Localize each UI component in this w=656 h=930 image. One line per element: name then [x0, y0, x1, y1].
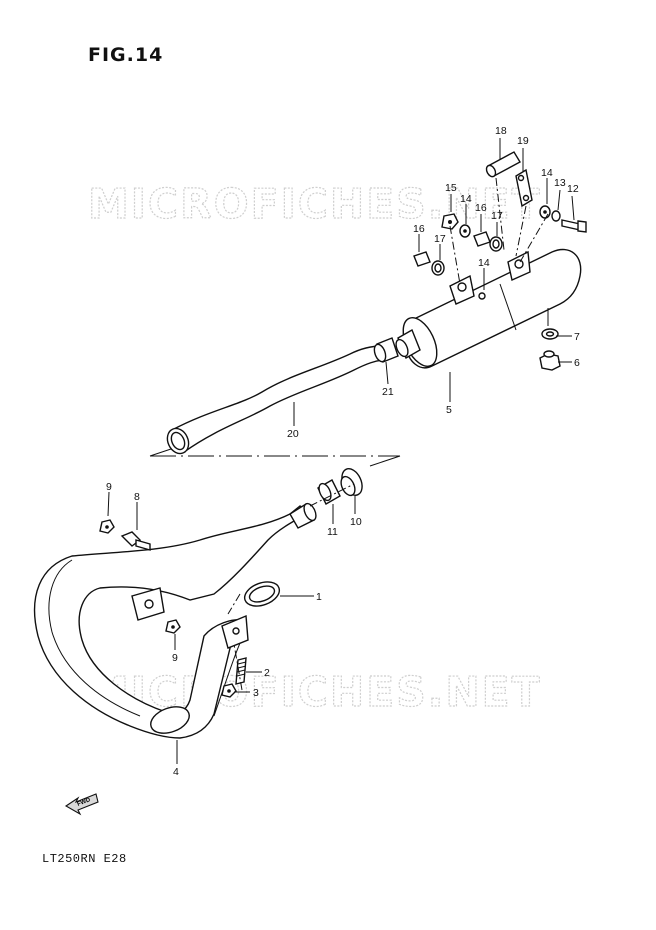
callout-6: 6: [574, 357, 580, 369]
bolt-8: [120, 531, 151, 551]
callout-11: 11: [327, 526, 338, 538]
watermark-top: MICROFICHES.NET: [88, 180, 542, 228]
model-code: LT250RN E28: [42, 852, 127, 866]
collar-16-lower: [413, 251, 431, 267]
watermark-bottom: MICROFICHES.NET: [88, 668, 542, 716]
nut-3: [221, 683, 237, 698]
callout-9-lower: 9: [172, 652, 178, 664]
callout-18: 18: [495, 125, 507, 137]
washer-7: [541, 328, 559, 340]
callout-8: 8: [134, 491, 140, 503]
callout-16-lower: 16: [413, 223, 425, 235]
collar-16-upper: [473, 231, 491, 247]
callout-20: 20: [287, 428, 299, 440]
callout-13: 13: [554, 177, 566, 189]
nut-15: [441, 213, 459, 230]
callout-2: 2: [264, 667, 270, 679]
callout-1: 1: [316, 591, 322, 603]
callout-15: 15: [445, 182, 457, 194]
figure-title: FIG.14: [88, 44, 164, 66]
grommet-17-lower: [431, 260, 445, 276]
callout-7: 7: [574, 331, 580, 343]
callout-17-upper: 17: [491, 210, 503, 222]
collar-18: [485, 151, 521, 178]
expansion-chamber-4: [33, 502, 317, 739]
callout-labels: 18 19 14 13 12 15 14 16 17 16 17 14 7 6 …: [106, 125, 580, 778]
callout-10: 10: [350, 516, 362, 528]
plug-6: [539, 350, 561, 371]
callout-9-upper: 9: [106, 481, 112, 493]
washer-14-upper: [539, 205, 551, 219]
washer-13: [551, 210, 561, 222]
upper-guide-lines: [449, 177, 549, 285]
callout-21: 21: [382, 386, 394, 398]
grommet-17-upper: [489, 236, 503, 252]
callout-4: 4: [173, 766, 179, 778]
bolt-12: [561, 219, 587, 233]
callout-16-upper: 16: [475, 202, 487, 214]
callout-14-mid: 14: [460, 193, 472, 205]
gasket-1: [243, 581, 281, 607]
callout-17-lower: 17: [434, 233, 446, 245]
washer-14-mid: [459, 224, 471, 238]
seal-10: [340, 468, 363, 497]
callout-19: 19: [517, 135, 529, 147]
callout-5: 5: [446, 404, 452, 416]
callout-14-upper: 14: [541, 167, 553, 179]
sleeve-11: [317, 479, 341, 505]
callout-14-lower: 14: [478, 257, 490, 269]
fwd-arrow-icon: FWD: [64, 793, 99, 816]
nut-9-lower: [165, 619, 181, 634]
exhaust-pipe-20: [166, 345, 387, 455]
leader-lines: [107, 138, 575, 764]
fwd-label: FWD: [77, 797, 93, 808]
stud-2: [235, 657, 247, 685]
callout-3: 3: [253, 687, 259, 699]
callout-12: 12: [567, 183, 579, 195]
nut-9-upper: [99, 519, 115, 534]
muffler-5: [395, 248, 582, 369]
sleeve-21: [373, 337, 399, 363]
lower-guide-lines: [227, 483, 355, 691]
